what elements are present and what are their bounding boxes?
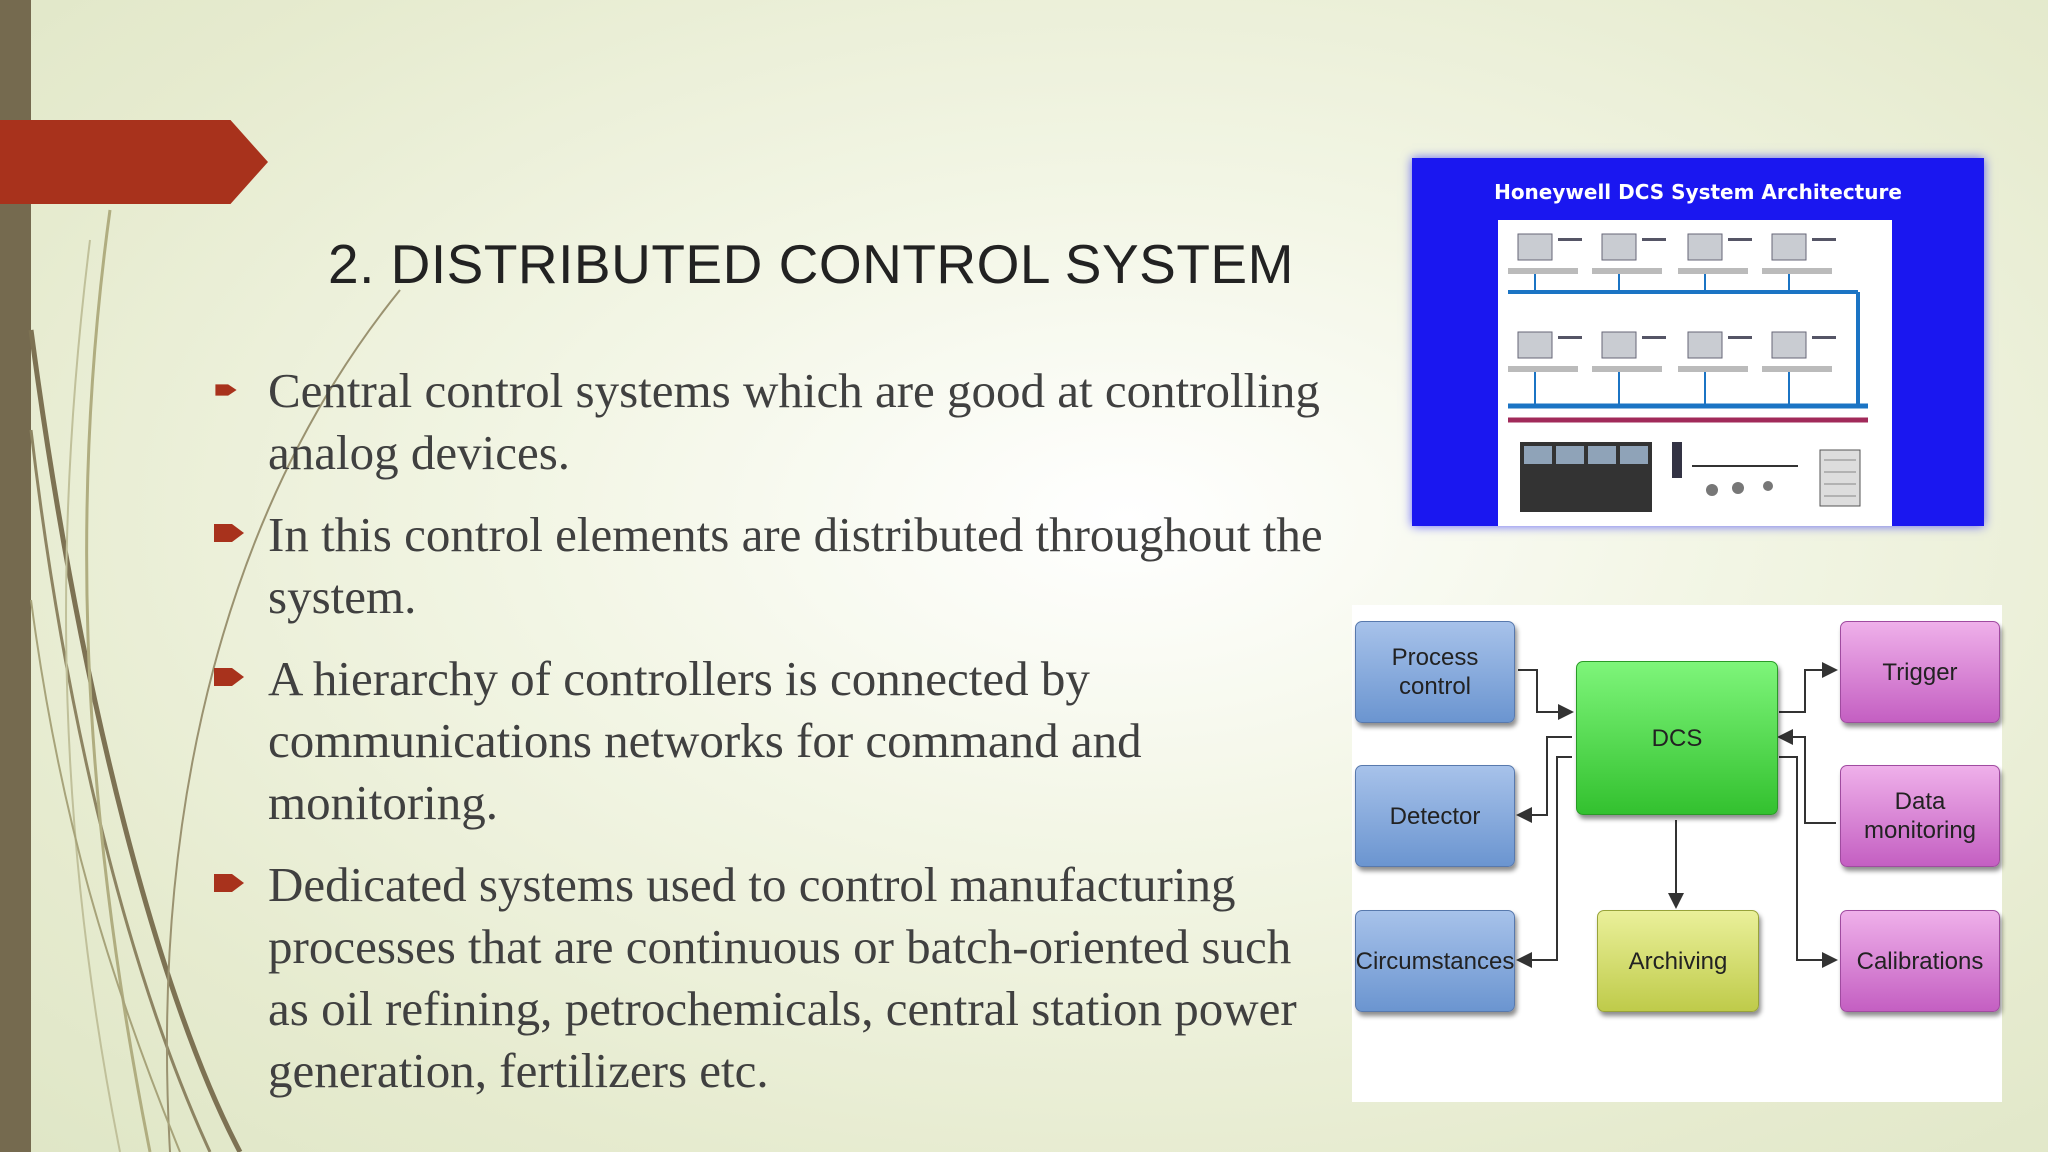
slide-title: 2. DISTRIBUTED CONTROL SYSTEM bbox=[328, 233, 1294, 295]
dcs-block-diagram: Process control Detector Circumstances D… bbox=[1352, 605, 2002, 1102]
decorative-curves bbox=[28, 209, 401, 1152]
arrow-bullet-icon bbox=[215, 384, 237, 396]
arrow-bullet-icon bbox=[214, 524, 244, 542]
title-pointer-tag bbox=[0, 120, 268, 204]
bullet-text: A hierarchy of controllers is connected … bbox=[268, 651, 1142, 830]
arrow-bullet-icon bbox=[214, 874, 244, 892]
bullet-item: Central control systems which are good a… bbox=[212, 360, 1332, 484]
calibrations-box: Calibrations bbox=[1840, 910, 2000, 1012]
detector-box: Detector bbox=[1355, 765, 1515, 867]
dcs-box: DCS bbox=[1576, 661, 1778, 815]
process-control-box: Process control bbox=[1355, 621, 1515, 723]
arrow-bullet-icon bbox=[214, 668, 244, 686]
bullet-item: In this control elements are distributed… bbox=[212, 504, 1332, 628]
bullet-text: Dedicated systems used to control manufa… bbox=[268, 857, 1297, 1098]
data-monitoring-box: Data monitoring bbox=[1840, 765, 2000, 867]
honeywell-figure-title: Honeywell DCS System Architecture bbox=[1494, 180, 1902, 204]
diagram-connectors bbox=[1516, 662, 1838, 968]
bullet-item: Dedicated systems used to control manufa… bbox=[212, 854, 1332, 1102]
bullet-text: Central control systems which are good a… bbox=[268, 363, 1320, 480]
circumstances-box: Circumstances bbox=[1355, 910, 1515, 1012]
honeywell-architecture-figure: Honeywell DCS System Architecture bbox=[1412, 158, 1984, 526]
bullet-text: In this control elements are distributed… bbox=[268, 507, 1323, 624]
architecture-diagram-panel bbox=[1498, 220, 1892, 526]
network-schematic bbox=[1508, 233, 1868, 512]
archiving-box: Archiving bbox=[1597, 910, 1759, 1012]
trigger-box: Trigger bbox=[1840, 621, 2000, 723]
bullet-item: A hierarchy of controllers is connected … bbox=[212, 648, 1332, 834]
bullet-list: Central control systems which are good a… bbox=[212, 360, 1332, 1122]
